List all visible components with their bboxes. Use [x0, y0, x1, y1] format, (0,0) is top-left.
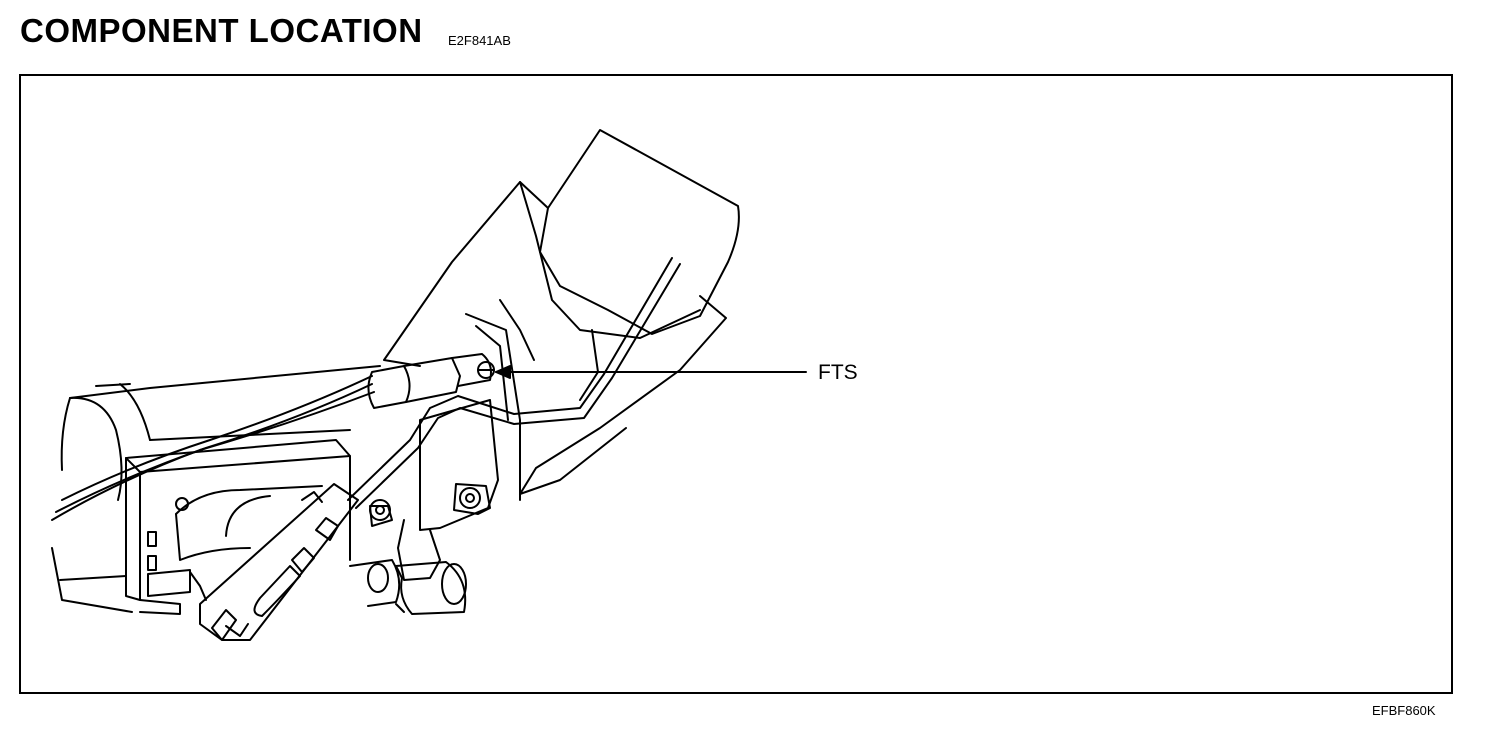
page-title: COMPONENT LOCATION [20, 12, 423, 49]
fts-sensor [367, 353, 495, 409]
figure-code: EFBF860K [1372, 703, 1436, 718]
sensor-wires [51, 375, 375, 521]
figure-frame [19, 74, 1453, 694]
title-code: E2F841AB [448, 33, 511, 48]
mounting-bracket [397, 313, 521, 581]
bolts [369, 483, 491, 527]
lower-fitting [349, 559, 467, 615]
fuel-line [347, 257, 681, 509]
cover-plate [383, 129, 740, 495]
mounting-strap [199, 483, 359, 641]
connector-block [125, 439, 351, 615]
fts-callout-label: FTS [818, 361, 858, 384]
fts-leader-line [495, 365, 807, 379]
